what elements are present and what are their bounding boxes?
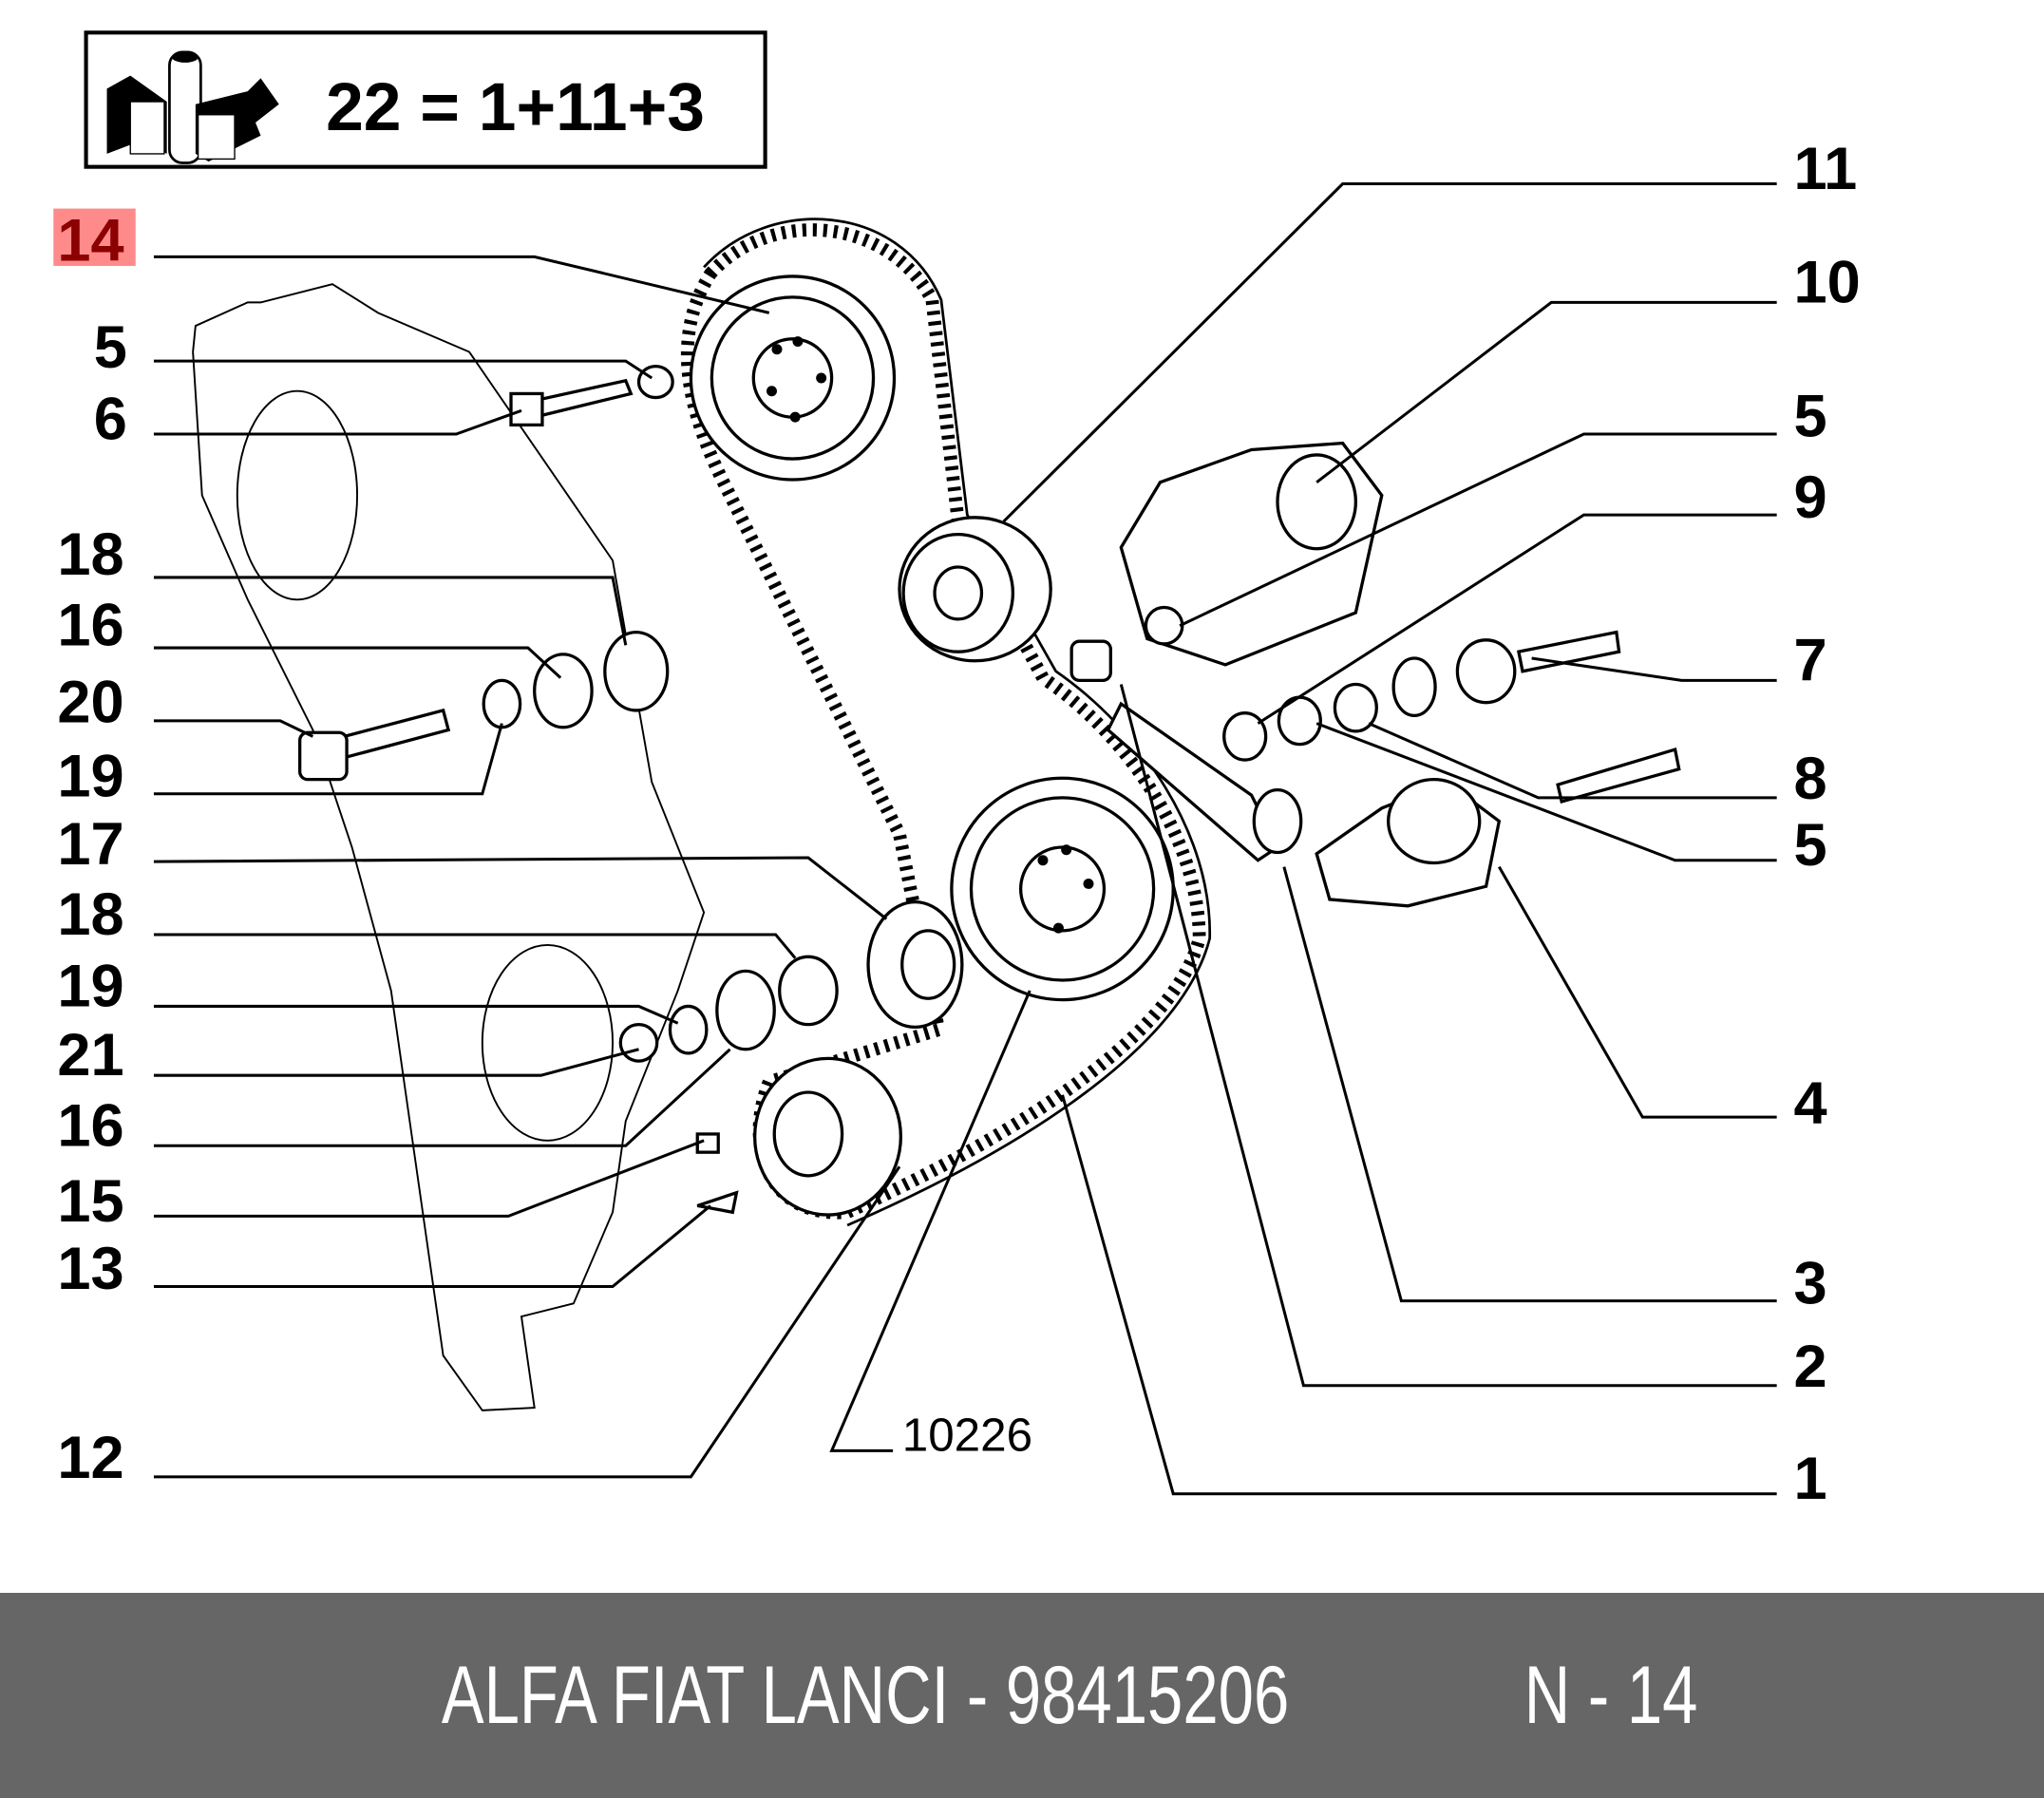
callout-label[interactable]: 16 — [57, 1092, 123, 1159]
footer-bar: ALFA FIAT LANCI - 98415206 N - 14 — [0, 1593, 2044, 1798]
callout-label[interactable]: 9 — [1793, 464, 1826, 531]
callout-label[interactable]: 19 — [57, 744, 123, 810]
cover-opening-lower — [481, 943, 615, 1142]
callout-label[interactable]: 1 — [1793, 1446, 1826, 1512]
tensioner-rod — [1106, 701, 1280, 862]
callout-label[interactable]: 12 — [57, 1425, 123, 1491]
callout-label[interactable]: 10 — [1793, 249, 1860, 315]
callout-label[interactable]: 20 — [57, 669, 123, 735]
callout-label[interactable]: 11 — [1793, 136, 1857, 202]
callout-label[interactable]: 19 — [57, 953, 123, 1019]
callout-label[interactable]: 5 — [1793, 812, 1826, 879]
callout-label[interactable]: 7 — [1793, 627, 1826, 693]
timing-belt — [680, 223, 1206, 1220]
kit-formula: 22 = 1+11+3 — [326, 69, 705, 145]
cover-opening-upper — [236, 389, 359, 601]
callout-label[interactable]: 21 — [57, 1022, 123, 1088]
tensioner-pulley — [898, 516, 1052, 663]
callout-label[interactable]: 8 — [1793, 746, 1826, 812]
callout-label[interactable]: 2 — [1793, 1334, 1826, 1400]
bracket-bushing — [1276, 453, 1357, 551]
callout-label[interactable]: 15 — [57, 1168, 123, 1235]
footer-part-number: ALFA FIAT LANCI - 98415206 — [441, 1649, 1290, 1741]
callout-label[interactable]: 17 — [57, 811, 123, 878]
tensioner-hub — [1387, 778, 1482, 865]
callout-label[interactable]: 3 — [1793, 1250, 1826, 1316]
camshaft-pulley — [689, 274, 897, 482]
callout-label[interactable]: 6 — [94, 386, 127, 452]
leader-lines — [153, 181, 1777, 1496]
crankshaft-sprocket — [753, 1056, 903, 1217]
callout-14-highlighted[interactable]: 14 — [57, 207, 123, 274]
footer-reference: N - 14 — [1524, 1649, 1698, 1741]
callout-label[interactable]: 16 — [57, 592, 123, 658]
injection-pump-pulley — [950, 776, 1175, 1002]
highlight-marker — [53, 208, 136, 266]
callout-label[interactable]: 5 — [94, 314, 127, 381]
callout-label[interactable]: 18 — [57, 881, 123, 948]
callout-label[interactable]: 5 — [1793, 384, 1826, 450]
footer-gap — [1419, 1649, 1490, 1743]
drawing-number: 10226 — [902, 1409, 1032, 1461]
timing-belt-exploded-diagram: 22 = 1+11+3 — [53, 30, 1861, 1512]
callout-label[interactable]: 18 — [57, 521, 123, 588]
idler-pulley — [866, 900, 964, 1030]
rod-sleeve — [1252, 787, 1303, 855]
kit-box: 22 = 1+11+3 — [84, 30, 767, 169]
callout-label[interactable]: 13 — [57, 1236, 123, 1302]
callout-label[interactable]: 4 — [1793, 1070, 1826, 1137]
engine-cover-outline — [192, 283, 706, 1411]
